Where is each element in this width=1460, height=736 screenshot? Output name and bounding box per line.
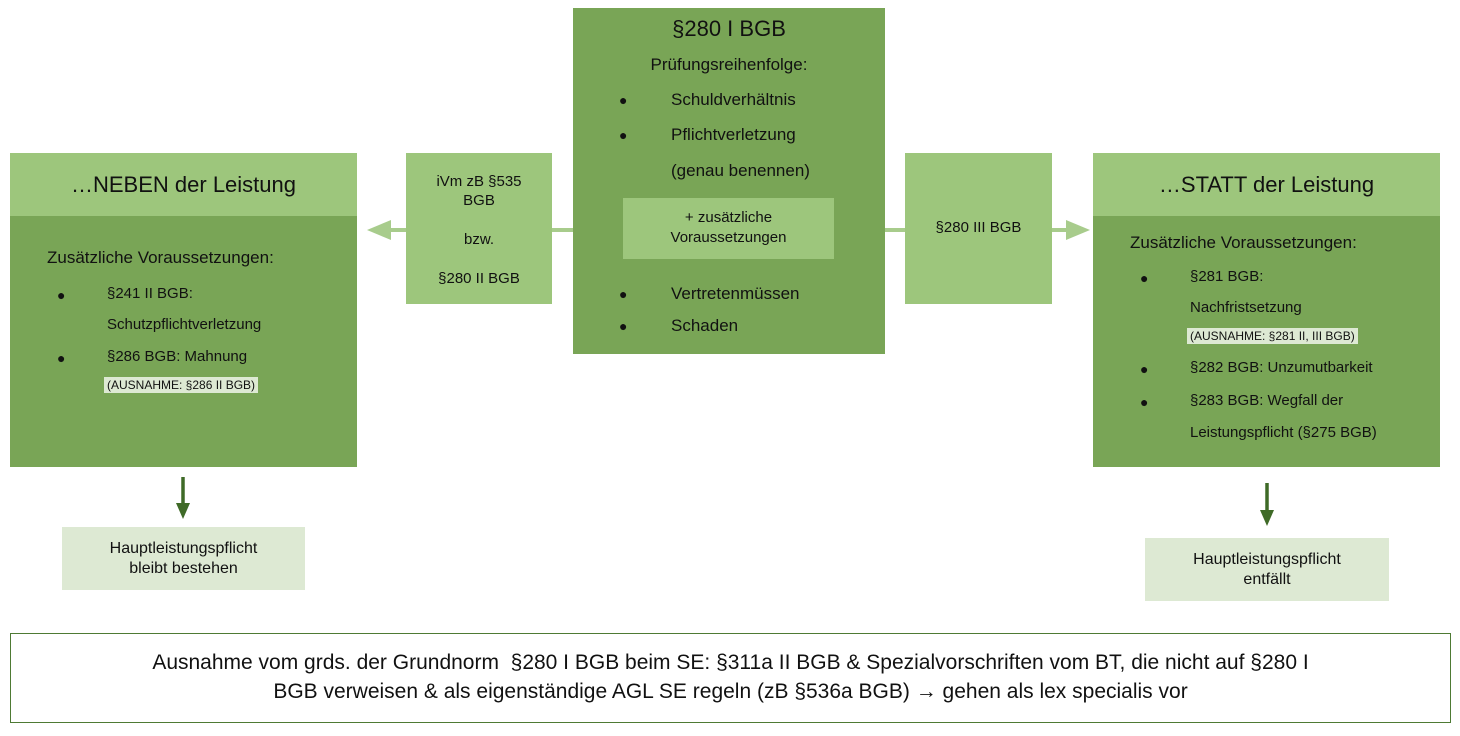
right-box-header (1093, 153, 1440, 216)
left-connector-line-4: §280 II BGB (438, 270, 520, 287)
center-extra-box: + zusätzliche Voraussetzungen (623, 198, 834, 259)
right-connector-box: §280 III BGB (905, 153, 1052, 304)
bullet-pflichtverletzung: Pflichtverletzung (671, 125, 796, 144)
right-item-2: §282 BGB: Unzumutbarkeit (1190, 359, 1373, 376)
bullet-dot: ● (619, 286, 628, 302)
bullet-dot: ● (1140, 361, 1149, 377)
extra-line-1: + zusätzliche (684, 209, 773, 226)
left-connector-line-2: BGB (463, 192, 495, 209)
left-arrow-head (367, 220, 391, 240)
bullet-vertretenmuessen: Vertretenmüssen (671, 284, 800, 303)
bullet-schuldverhaeltnis: Schuldverhältnis (671, 90, 796, 109)
left-connector-line-3: bzw. (463, 231, 494, 248)
bullet-dot: ● (57, 350, 66, 366)
center-box (573, 8, 885, 354)
left-note: (AUSNAHME: §286 II BGB) (104, 377, 259, 393)
left-outcome-line-1: Hauptleistungspflicht (109, 540, 258, 557)
footer-box (10, 633, 1451, 723)
left-outcome-box: Hauptleistungspflicht bleibt bestehen (62, 527, 305, 590)
left-outcome-line-2: bleibt bestehen (129, 560, 238, 577)
center-title: §280 I BGB (672, 16, 786, 41)
footer-line-1: Ausnahme vom grds. der Grundnorm §280 I … (152, 651, 1309, 674)
bullet-dot: ● (1140, 270, 1149, 286)
right-item-3-cont: Leistungspflicht (§275 BGB) (1190, 424, 1377, 441)
right-box-heading: Zusätzliche Voraussetzungen: (1130, 233, 1357, 252)
bullet-dot: ● (619, 92, 628, 108)
right-item-1-cont: Nachfristsetzung (1190, 299, 1302, 316)
bullet-dot: ● (57, 287, 66, 303)
left-item-1-cont: Schutzpflichtverletzung (107, 316, 262, 333)
left-box-heading: Zusätzliche Voraussetzungen: (47, 248, 274, 267)
right-note: (AUSNAHME: §281 II, III BGB) (1187, 328, 1358, 344)
right-outcome-box: Hauptleistungspflicht entfällt (1145, 538, 1389, 601)
left-box-title: …NEBEN der Leistung (71, 172, 296, 197)
left-box-header (10, 153, 357, 216)
left-item-2: §286 BGB: Mahnung (107, 348, 248, 365)
bullet-genau-benennen: (genau benennen) (671, 161, 810, 180)
bullet-dot: ● (619, 318, 628, 334)
right-down-arrow-head (1260, 510, 1274, 526)
right-outcome-line-2: entfällt (1243, 571, 1291, 588)
left-down-arrow-head (176, 503, 190, 519)
left-connector-line-1: iVm zB §535 (436, 173, 522, 190)
right-item-3: §283 BGB: Wegfall der (1190, 392, 1344, 409)
right-outcome-line-1: Hauptleistungspflicht (1193, 551, 1341, 568)
extra-line-2: Voraussetzungen (670, 229, 787, 246)
right-box-title: …STATT der Leistung (1158, 172, 1375, 197)
center-subtitle: Prüfungsreihenfolge: (650, 55, 808, 74)
left-connector-box: iVm zB §535 BGB bzw. §280 II BGB (406, 153, 552, 304)
bullet-schaden: Schaden (671, 316, 739, 335)
footer-text: Ausnahme vom grds. der Grundnorm §280 I … (10, 648, 1451, 706)
right-item-1: §281 BGB: (1190, 268, 1264, 285)
right-arrow-head (1066, 220, 1090, 240)
footer-line-2: BGB verweisen & als eigenständige AGL SE… (273, 680, 1188, 703)
bullet-dot: ● (619, 127, 628, 143)
bullet-dot: ● (1140, 394, 1149, 410)
left-item-1: §241 II BGB: (107, 285, 193, 302)
right-connector-label: §280 III BGB (935, 219, 1022, 236)
